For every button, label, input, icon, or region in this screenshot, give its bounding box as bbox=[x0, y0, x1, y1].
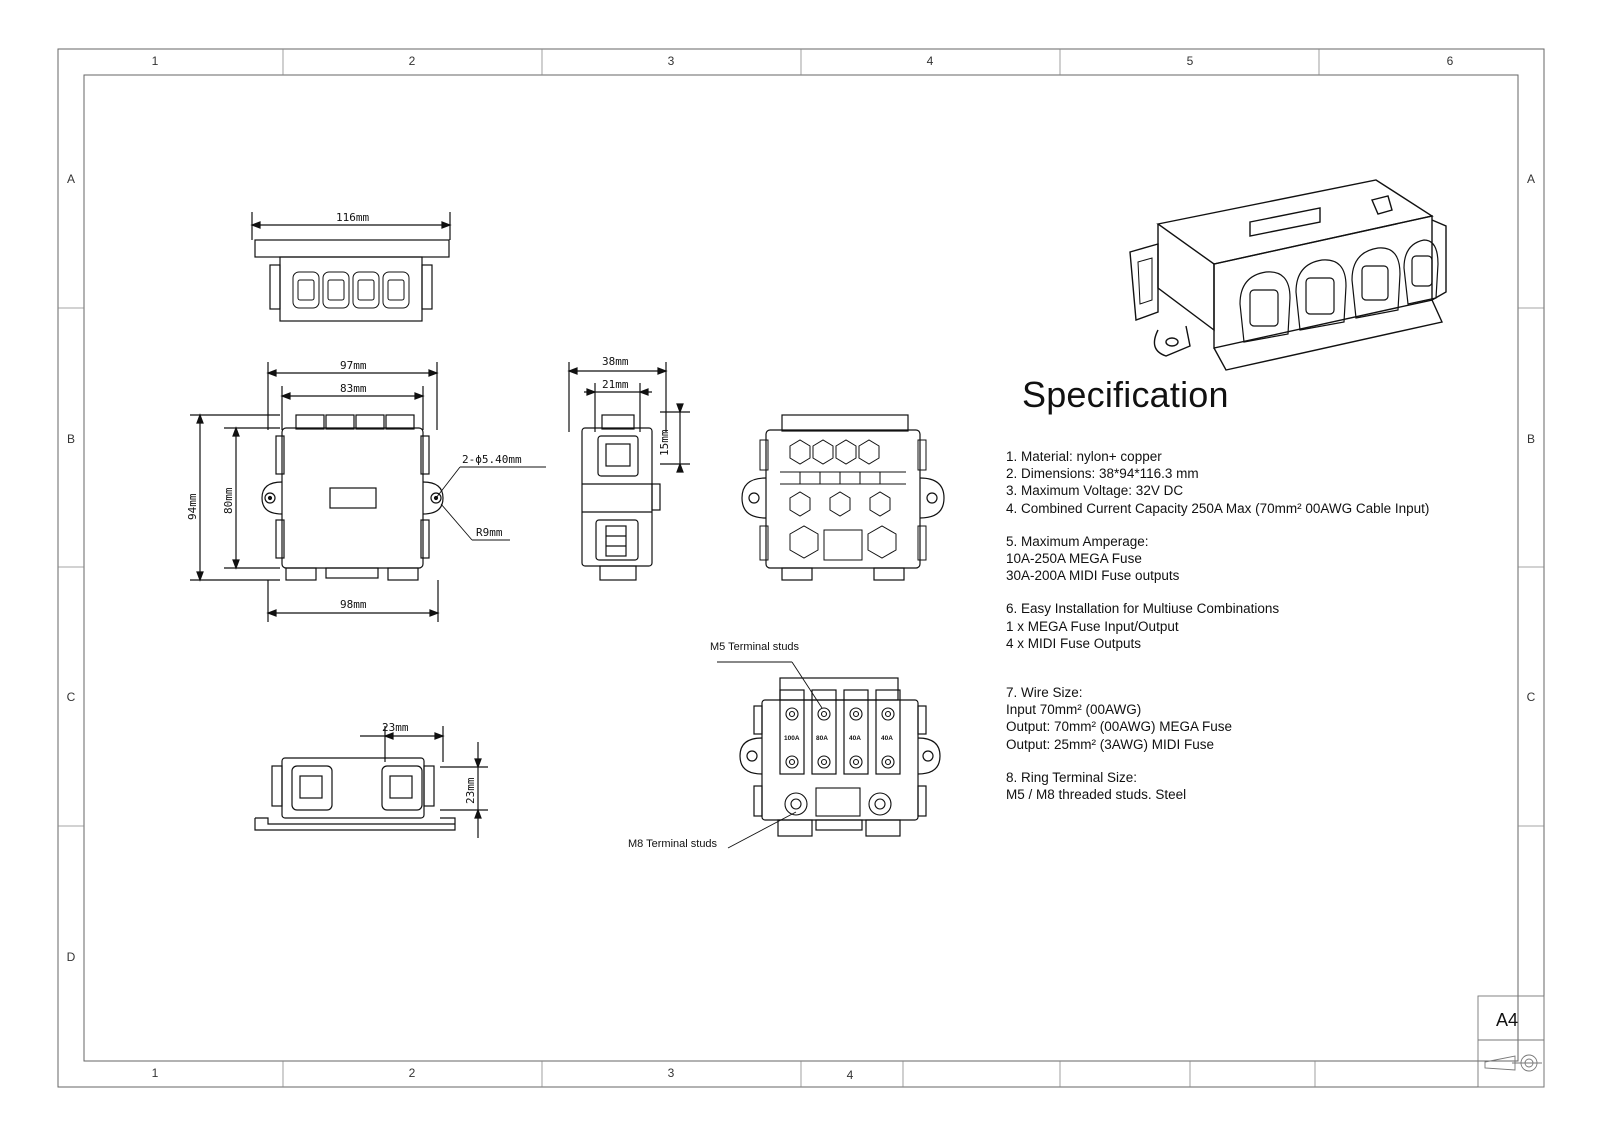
fuse-label: 40A bbox=[849, 735, 861, 742]
dim-23w: 23mm bbox=[382, 721, 409, 734]
col-label-bottom: 3 bbox=[667, 1066, 675, 1080]
spec-line: 4. Combined Current Capacity 250A Max (7… bbox=[1006, 500, 1430, 516]
spec-line: Output: 25mm² (3AWG) MIDI Fuse bbox=[1006, 736, 1215, 752]
isometric-view bbox=[1129, 179, 1447, 371]
dim-98: 98mm bbox=[340, 598, 367, 611]
spec-line: M5 / M8 threaded studs. Steel bbox=[1006, 787, 1187, 803]
fuse-label: 40A bbox=[881, 735, 893, 742]
col-label: 6 bbox=[1446, 54, 1454, 68]
front-view bbox=[190, 362, 546, 622]
spec-line: Input 70mm² (00AWG) bbox=[1006, 702, 1142, 718]
dim-80: 80mm bbox=[222, 487, 235, 514]
col-label: 5 bbox=[1186, 54, 1194, 68]
col-label-bottom: 4 bbox=[846, 1068, 854, 1082]
col-label-bottom: 2 bbox=[408, 1066, 416, 1080]
spec-line: 6. Easy Installation for Multiuse Combin… bbox=[1006, 601, 1280, 617]
fuse-label: 80A bbox=[816, 735, 828, 742]
spec-line: 5. Maximum Amperage: bbox=[1006, 533, 1149, 549]
fuse-label: 100A bbox=[784, 735, 800, 742]
zone-ticks bbox=[58, 49, 1544, 1087]
col-label-bottom: 1 bbox=[151, 1066, 159, 1080]
title-block bbox=[1477, 995, 1545, 1088]
col-label: 2 bbox=[408, 54, 416, 68]
row-label: B bbox=[66, 432, 75, 446]
spec-line: 8. Ring Terminal Size: bbox=[1006, 769, 1138, 785]
terminal-view bbox=[717, 661, 941, 849]
row-label-right: B bbox=[1526, 432, 1535, 446]
row-label: A bbox=[66, 172, 75, 186]
paper-size: A4 bbox=[1495, 1010, 1519, 1030]
spec-group: 7. Wire Size: Input 70mm² (00AWG) Output… bbox=[1006, 684, 1486, 753]
spec-line: 1 x MEGA Fuse Input/Output bbox=[1006, 618, 1179, 634]
dim-94: 94mm bbox=[186, 493, 199, 520]
dim-23h: 23mm bbox=[464, 777, 477, 804]
row-label: D bbox=[66, 950, 76, 964]
row-label-right: C bbox=[1526, 690, 1536, 704]
rear-view bbox=[741, 414, 945, 581]
spec-group: 8. Ring Terminal Size: M5 / M8 threaded … bbox=[1006, 769, 1486, 803]
dim-116: 116mm bbox=[336, 211, 369, 224]
spec-group: 1. Material: nylon+ copper 2. Dimensions… bbox=[1006, 448, 1486, 517]
spec-line: 4 x MIDI Fuse Outputs bbox=[1006, 635, 1142, 651]
dim-hole: 2-ϕ5.40mm bbox=[462, 453, 522, 466]
dim-15: 15mm bbox=[658, 429, 671, 456]
spec-list: 1. Material: nylon+ copper 2. Dimensions… bbox=[1006, 448, 1486, 819]
spec-line: Output: 70mm² (00AWG) MEGA Fuse bbox=[1006, 719, 1233, 735]
spec-line: 30A-200A MIDI Fuse outputs bbox=[1006, 568, 1180, 584]
top-view bbox=[250, 212, 452, 322]
spec-line: 2. Dimensions: 38*94*116.3 mm bbox=[1006, 466, 1199, 482]
spec-line: 7. Wire Size: bbox=[1006, 685, 1083, 701]
col-label: 3 bbox=[667, 54, 675, 68]
spec-group: 6. Easy Installation for Multiuse Combin… bbox=[1006, 600, 1486, 652]
dim-21: 21mm bbox=[602, 378, 629, 391]
col-label: 4 bbox=[926, 54, 934, 68]
dim-97: 97mm bbox=[340, 359, 367, 372]
spec-line: 10A-250A MEGA Fuse bbox=[1006, 551, 1142, 567]
spec-group: 5. Maximum Amperage: 10A-250A MEGA Fuse … bbox=[1006, 533, 1486, 585]
spec-line: 3. Maximum Voltage: 32V DC bbox=[1006, 483, 1184, 499]
row-label: C bbox=[66, 690, 76, 704]
dim-radius: R9mm bbox=[476, 526, 503, 539]
side-view bbox=[567, 362, 690, 581]
col-label: 1 bbox=[151, 54, 159, 68]
dim-38: 38mm bbox=[602, 355, 629, 368]
row-label-right: A bbox=[1526, 172, 1535, 186]
dim-83: 83mm bbox=[340, 382, 367, 395]
m5-callout: M5 Terminal studs bbox=[710, 641, 800, 653]
spec-title: Specification bbox=[1022, 374, 1229, 415]
spec-line: 1. Material: nylon+ copper bbox=[1006, 449, 1162, 464]
m8-callout: M8 Terminal studs bbox=[628, 838, 718, 850]
lower-view bbox=[254, 726, 488, 838]
